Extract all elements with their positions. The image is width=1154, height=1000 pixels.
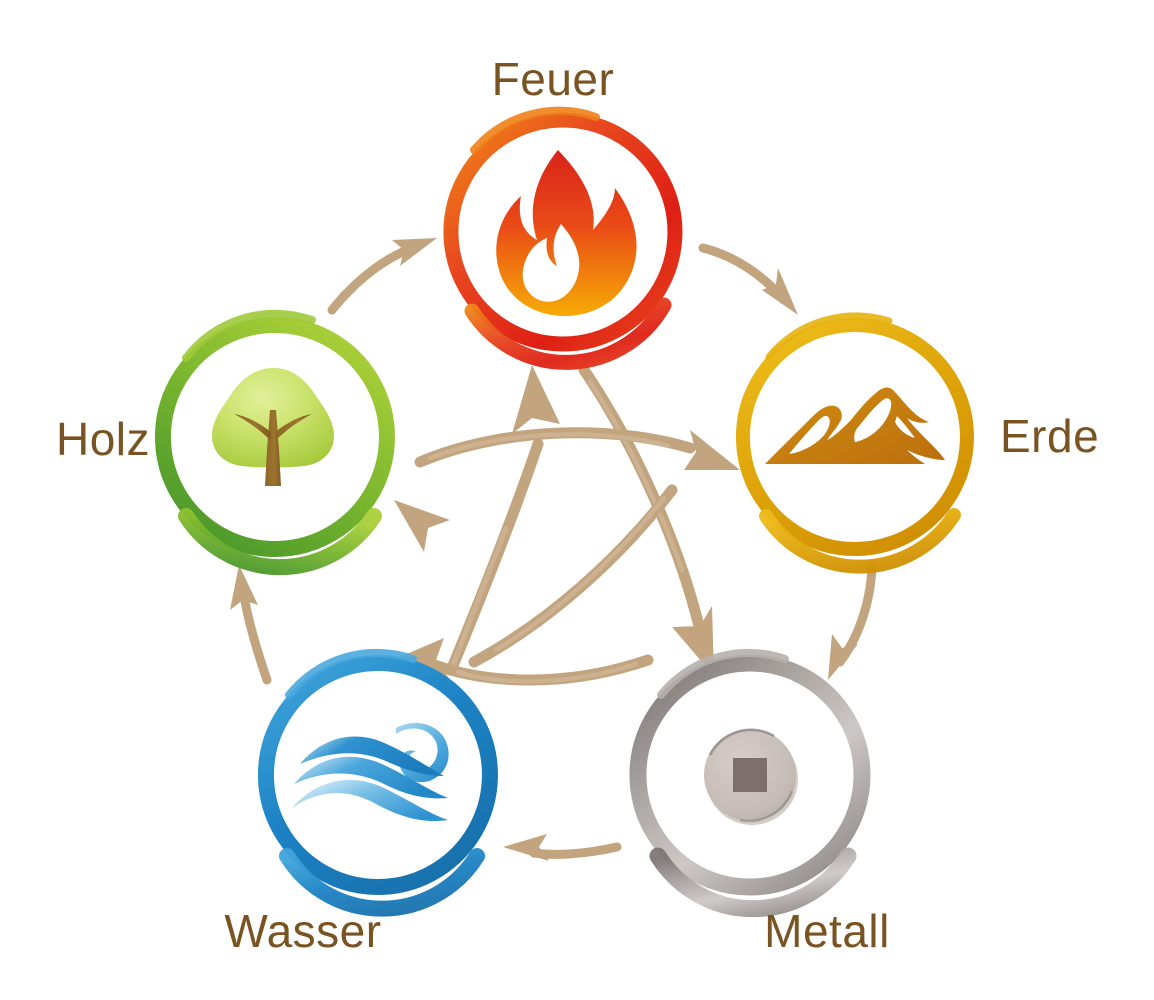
wave-icon [292, 722, 449, 822]
mountain-icon [765, 387, 945, 464]
flame-icon [496, 150, 637, 316]
generating-arrow-erde-metall [828, 563, 877, 680]
element-label-feuer: Feuer [492, 53, 615, 105]
controlling-cycle-group [388, 364, 740, 686]
generating-cycle-group [230, 238, 877, 861]
control-arrow-wasser-feuer [446, 365, 560, 674]
element-label-holz: Holz [56, 413, 150, 465]
element-erde[interactable]: Erde [735, 312, 1099, 574]
element-label-wasser: Wasser [224, 905, 381, 957]
element-wasser[interactable]: Wasser [224, 648, 498, 957]
control-arrow-holz-erde [414, 427, 740, 470]
element-holz[interactable]: Holz [56, 309, 395, 576]
element-metall[interactable]: Metall [629, 648, 890, 957]
coin-icon [704, 728, 798, 825]
element-label-erde: Erde [1000, 410, 1099, 462]
element-label-metall: Metall [764, 905, 890, 957]
generating-arrow-wasser-holz [230, 565, 272, 685]
generating-arrow-feuer-erde [698, 243, 798, 315]
generating-arrow-metall-wasser [503, 834, 622, 861]
generating-arrow-holz-feuer [327, 238, 437, 315]
tree-icon [212, 368, 334, 486]
element-feuer[interactable]: Feuer [443, 53, 683, 370]
control-arrow-erde-wasser [394, 484, 678, 668]
